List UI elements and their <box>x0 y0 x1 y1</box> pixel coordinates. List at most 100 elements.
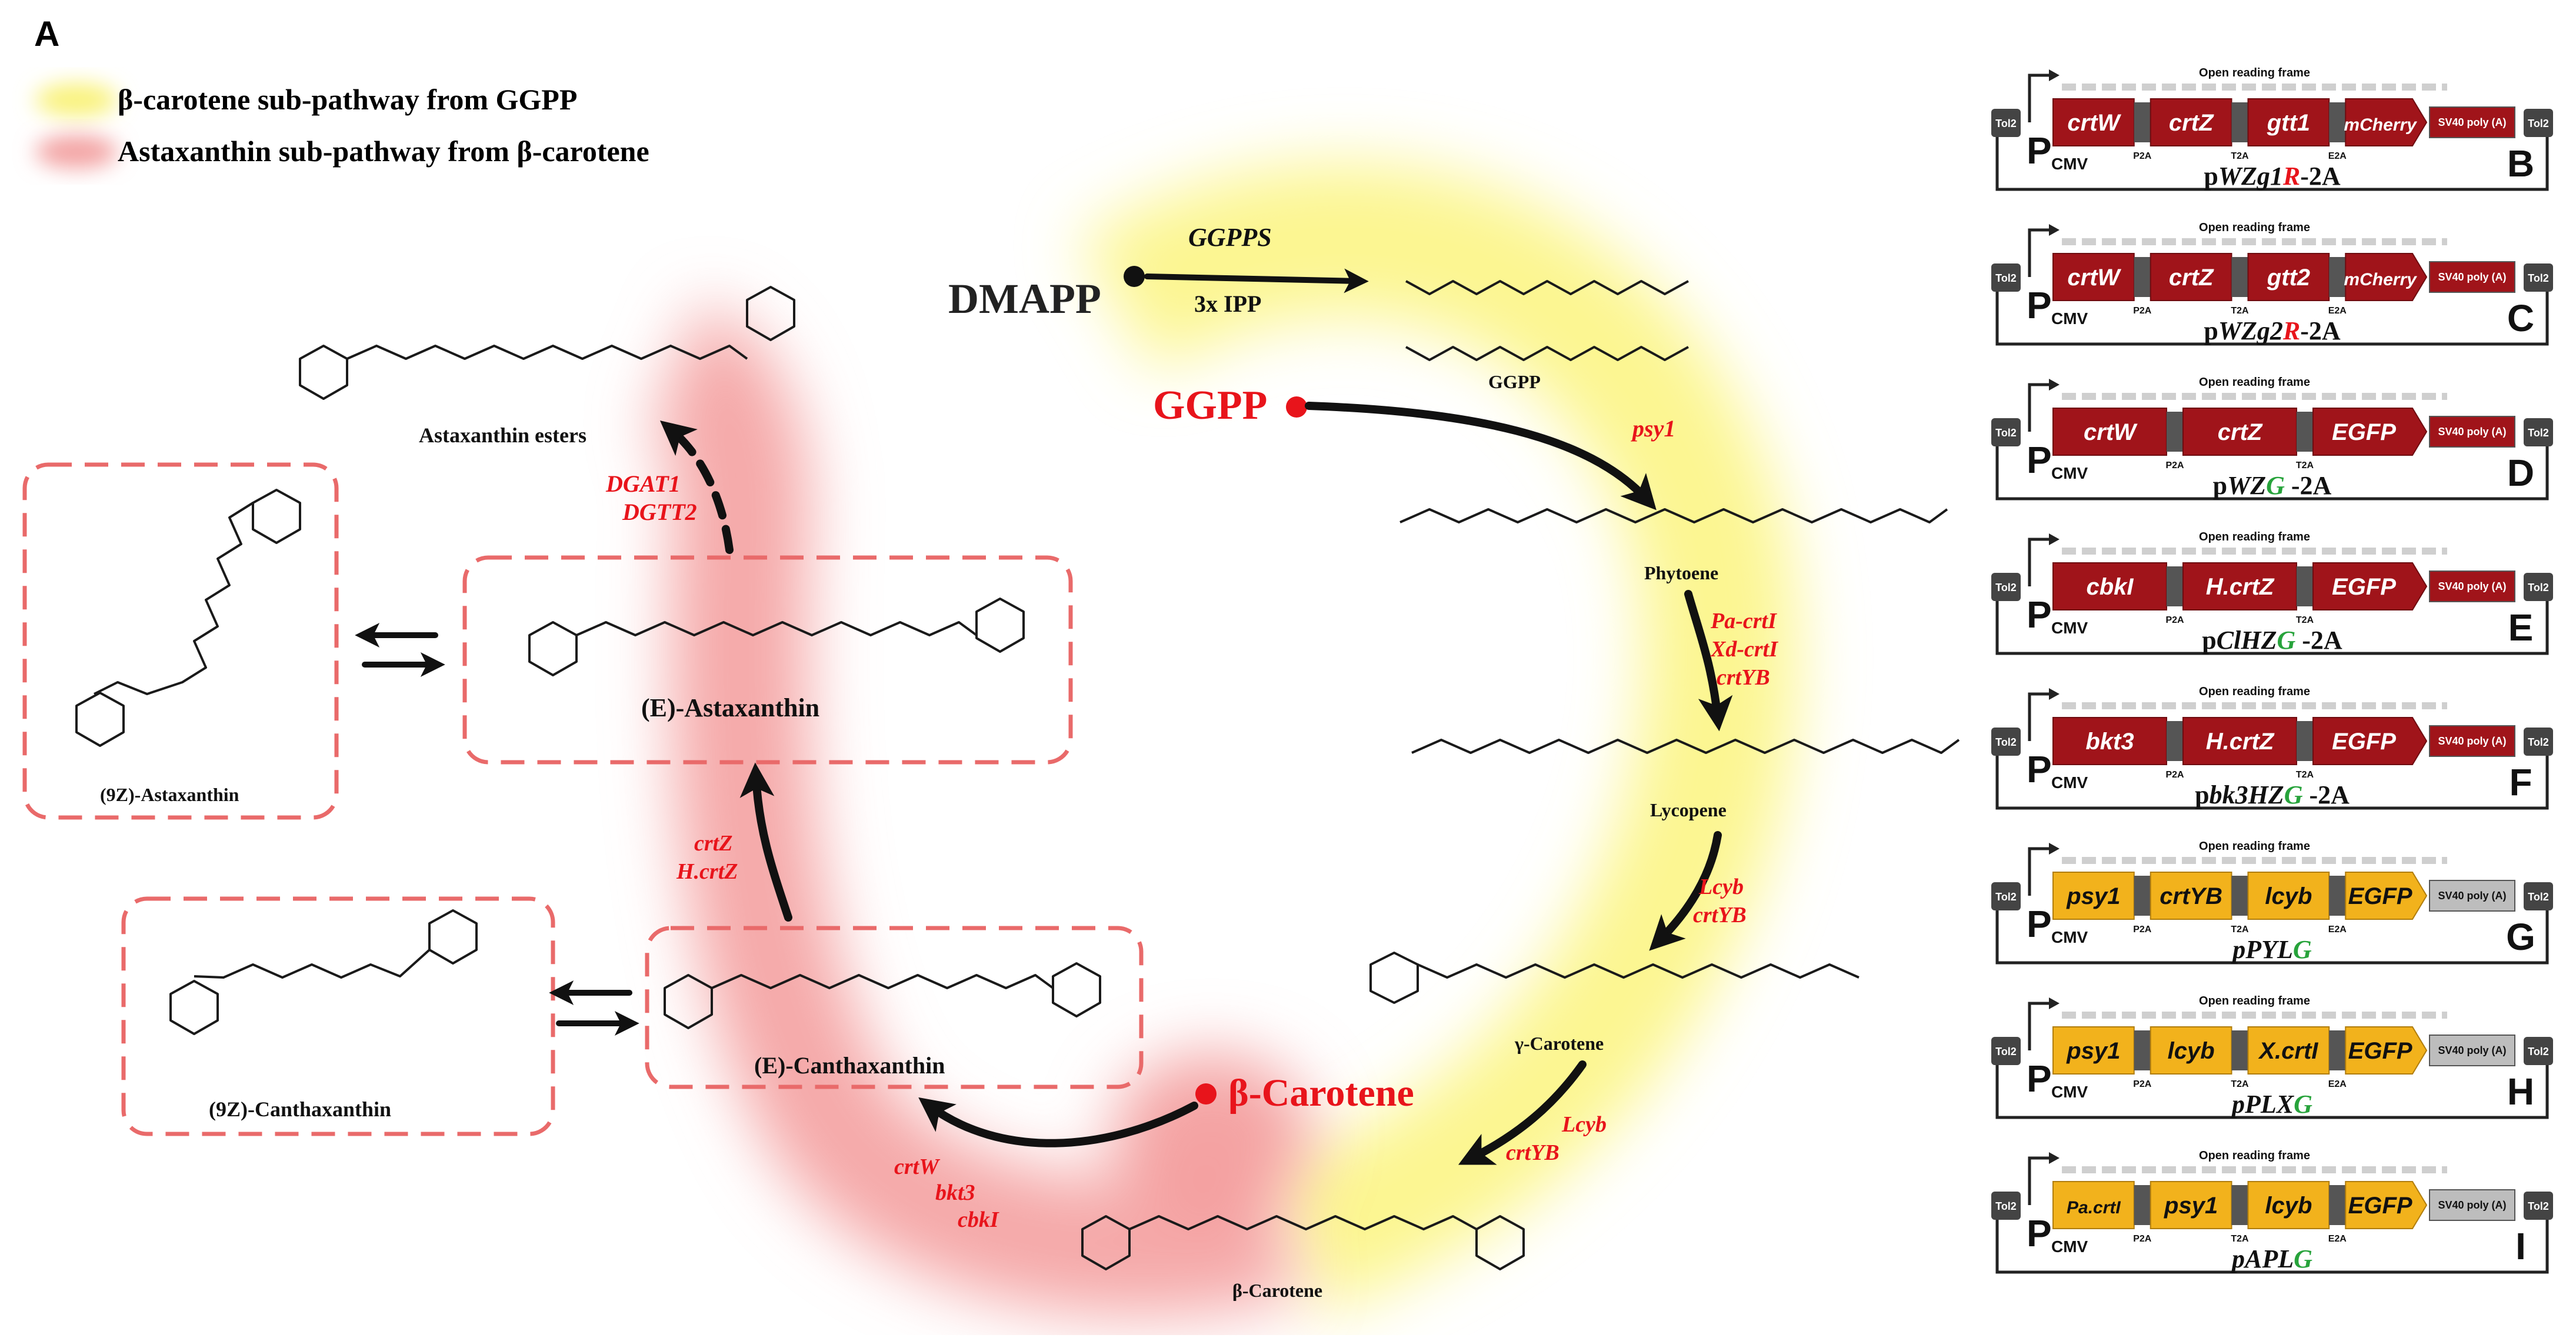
construct-name-italic: ClHZ <box>2217 626 2277 655</box>
enzyme-crtyb-1: crtYB <box>1717 665 1770 690</box>
cantha-ring-right <box>1052 962 1101 1017</box>
arrow-lycopene-gamma <box>1649 831 1722 951</box>
construct-name-prefix: p <box>2213 471 2227 500</box>
tol2-right-block <box>2524 728 2553 756</box>
promoter-arrowhead <box>2049 379 2060 391</box>
gene-block-1 <box>2052 253 2135 301</box>
promoter-arrowhead <box>2049 688 2060 700</box>
linker-block-2 <box>2297 721 2313 761</box>
label-ggpp-big: GGPP <box>1153 383 1267 428</box>
label-ggpp-small: GGPP <box>1488 371 1541 392</box>
linker-block-3 <box>2329 1030 2346 1070</box>
tol2-right-block <box>2524 573 2553 601</box>
linker-block-2 <box>2231 1030 2248 1070</box>
linker-block-2 <box>2231 1185 2248 1225</box>
label-lycopene: Lycopene <box>1650 799 1727 820</box>
poly-a-label: SV40 poly (A) <box>2438 426 2506 438</box>
linker-label-1: P2A <box>2133 151 2152 161</box>
plasmid-backbone <box>1995 897 2549 965</box>
box-astaxanthin-9z <box>22 462 339 820</box>
legend: β-carotene sub-pathway from GGPP Astaxan… <box>35 83 649 168</box>
promoter-p: P <box>2027 1212 2052 1254</box>
construct-name: pWZg1R-2A <box>2204 162 2340 191</box>
construct-name-suffix: -2A <box>2300 316 2341 345</box>
promoter-arrow <box>2028 847 2050 896</box>
equilibrium-cantha <box>549 980 639 1036</box>
tol2-left-block <box>1991 418 2021 446</box>
poly-a-label: SV40 poly (A) <box>2438 271 2506 283</box>
promoter-p: P <box>2027 1057 2052 1100</box>
arrow-phytoene-lycopene <box>1684 590 1733 732</box>
dmapp-dot <box>1124 266 1145 287</box>
gene-label-4: EGFP <box>2348 883 2412 909</box>
linker-block-2 <box>2231 102 2248 142</box>
tol2-right-label: Tol2 <box>2528 1200 2549 1212</box>
enzyme-bkt3: bkt3 <box>935 1180 975 1205</box>
gene-block-4 <box>2345 1181 2428 1229</box>
promoter-p: P <box>2027 439 2052 481</box>
tol2-left-label: Tol2 <box>1995 891 2017 903</box>
plasmid-backbone <box>1995 1206 2549 1274</box>
poly-a-label: SV40 poly (A) <box>2438 1045 2506 1056</box>
gene-label-3: gtt1 <box>2267 110 2310 136</box>
construct-name: pWZg2R-2A <box>2204 316 2340 345</box>
linker-block-1 <box>2134 257 2151 297</box>
gene-label-3: X.crtI <box>2258 1038 2318 1064</box>
tol2-right-block <box>2524 1192 2553 1220</box>
promoter-cmv: CMV <box>2051 928 2088 946</box>
promoter-arrowhead <box>2049 1152 2060 1164</box>
construct-name-italic: pAPL <box>2230 1244 2294 1273</box>
construct-name-reporter: G <box>2284 780 2303 809</box>
gene-label-2: crtZ <box>2169 110 2214 136</box>
promoter-cmv: CMV <box>2051 155 2088 173</box>
tol2-right-block <box>2524 109 2553 137</box>
promoter-arrowhead <box>2049 533 2060 545</box>
tol2-right-label: Tol2 <box>2528 1046 2549 1057</box>
poly-a-label: SV40 poly (A) <box>2438 735 2506 747</box>
linker-label-1: P2A <box>2133 925 2152 935</box>
legend-swatch-yellow <box>35 84 118 116</box>
arrow-cantha-asta <box>739 762 792 922</box>
linker-label-3: E2A <box>2328 925 2347 935</box>
tol2-left-label: Tol2 <box>1995 1046 2017 1057</box>
label-astaxanthin-esters: Astaxanthin esters <box>419 423 586 447</box>
linker-block-2 <box>2297 412 2313 452</box>
construct-name: pAPLG <box>2230 1244 2312 1273</box>
tol2-left-block <box>1991 1037 2021 1065</box>
beta-chain <box>1129 1215 1477 1230</box>
tol2-right-label: Tol2 <box>2528 272 2549 284</box>
plasmid-backbone <box>1995 433 2549 501</box>
poly-a-label: SV40 poly (A) <box>2438 580 2506 592</box>
promoter-arrowhead <box>2049 69 2060 81</box>
gene-label-1: crtW <box>2084 419 2138 445</box>
linker-block-1 <box>2167 566 2183 606</box>
construct-letter: I <box>2515 1225 2526 1267</box>
gene-block-1 <box>2052 1181 2135 1229</box>
arrow-asta-ester <box>659 420 734 554</box>
linker-label-1: P2A <box>2133 306 2152 316</box>
gene-label-1: crtW <box>2067 265 2121 291</box>
linker-label-2: T2A <box>2231 1234 2249 1244</box>
linker-label-3: E2A <box>2328 1234 2347 1244</box>
enzyme-h-crtz: H.crtZ <box>676 859 738 884</box>
label-dmapp: DMAPP <box>948 275 1101 322</box>
poly-a-block <box>2429 880 2515 912</box>
ggpp-dot <box>1286 396 1307 418</box>
construct-name-prefix: p <box>2204 316 2218 345</box>
linker-label-2: T2A <box>2296 770 2314 780</box>
enzyme-crtz: crtZ <box>694 831 732 856</box>
label-phytoene: Phytoene <box>1644 562 1718 583</box>
gene-block-1 <box>2052 1026 2135 1075</box>
tol2-left-label: Tol2 <box>1995 582 2017 593</box>
construct-name-reporter: G <box>2266 471 2285 500</box>
gene-label-4: mCherry <box>2344 115 2417 135</box>
gene-block-2 <box>2150 253 2232 301</box>
tol2-left-label: Tol2 <box>1995 427 2017 439</box>
enzyme-lcyb-2: Lcyb <box>1561 1112 1607 1137</box>
asta9z-chain <box>94 502 254 695</box>
construct-name-suffix: -2A <box>2285 471 2332 500</box>
cantha-chain <box>711 974 1054 989</box>
enzyme-cbki: cbkI <box>958 1207 999 1232</box>
